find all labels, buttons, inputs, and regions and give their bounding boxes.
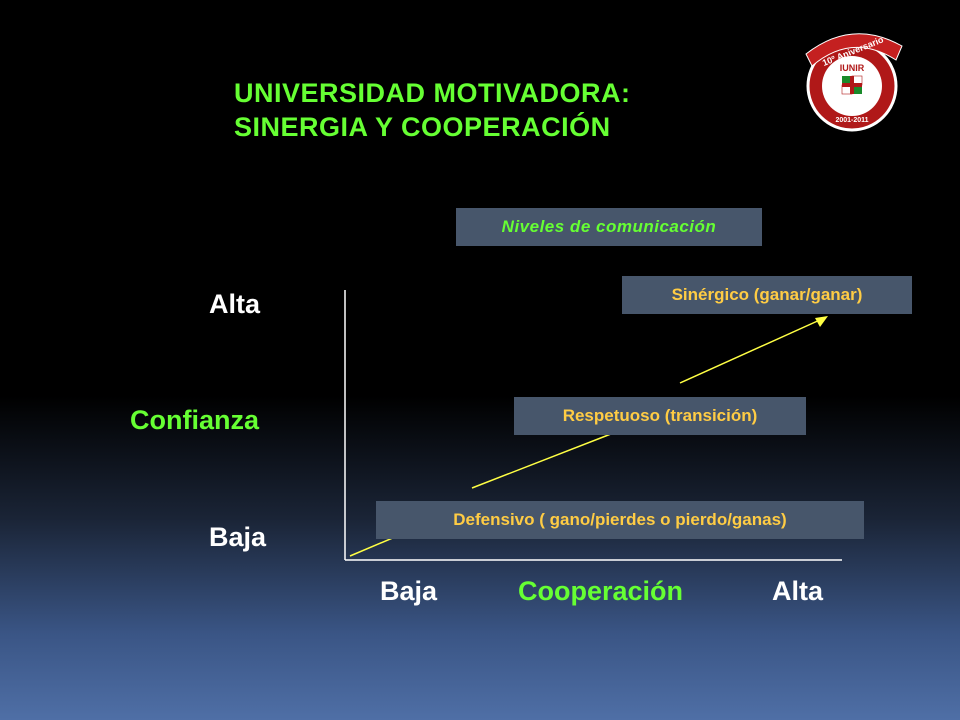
level-defensive-box: Defensivo ( gano/pierdes o pierdo/ganas) <box>376 501 864 539</box>
y-axis-name: Confianza <box>130 405 260 435</box>
x-axis-high-label: Alta <box>772 576 824 606</box>
logo-name: IUNIR <box>840 63 865 73</box>
logo-years: 2001-2011 <box>835 117 868 124</box>
anniversary-logo: 10º Aniversario IUNIR 2001-2011 <box>805 33 903 132</box>
level-synergic-box: Sinérgico (ganar/ganar) <box>622 276 912 314</box>
y-axis-high-label: Alta <box>209 289 261 319</box>
title-line-1: UNIVERSIDAD MOTIVADORA: <box>234 78 631 108</box>
progression-arrowhead <box>815 316 828 327</box>
level-respectful-box: Respetuoso (transición) <box>514 397 806 435</box>
title-line-2: SINERGIA Y COOPERACIÓN <box>234 112 611 142</box>
progression-line-3 <box>679 318 823 384</box>
x-axis-name: Cooperación <box>518 576 684 606</box>
x-axis-low-label: Baja <box>380 576 438 606</box>
progression-line-2 <box>471 431 617 489</box>
slide-title: UNIVERSIDAD MOTIVADORA: SINERGIA Y COOPE… <box>234 76 631 144</box>
y-axis-low-label: Baja <box>209 522 267 552</box>
levels-header-box: Niveles de comunicación <box>456 208 762 246</box>
